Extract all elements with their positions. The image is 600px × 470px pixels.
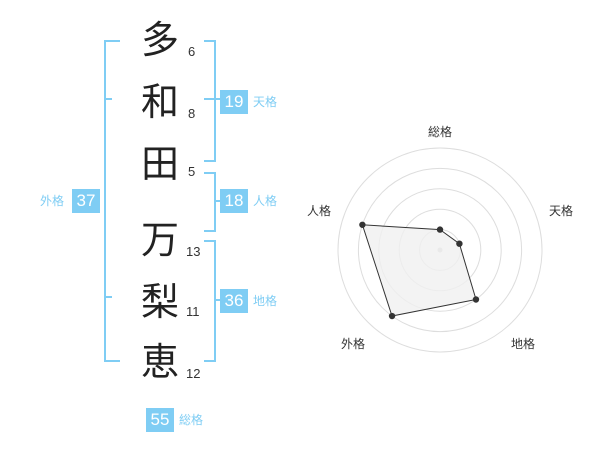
radar-series-polygon [361,224,477,317]
bracket-tick [104,296,112,298]
radar-point-1 [456,240,463,247]
jinkaku-bracket [204,172,216,232]
radar-axis-label-gaikaku: 外格 [341,337,366,351]
bracket-tick [204,98,220,100]
surname-strokes-1: 6 [188,44,196,59]
gaikaku-bracket [104,40,120,362]
jinkaku-value: 18 [220,189,248,213]
radar-axis-label-jinkaku: 人格 [307,204,332,218]
gaikaku-label: 外格 [40,194,65,208]
given-strokes-2: 11 [186,304,200,319]
given-strokes-3: 12 [186,366,201,381]
surname-strokes-2: 8 [188,106,196,121]
chikaku-bracket [204,240,216,362]
surname-char-3: 田 [141,142,180,186]
bracket-tick [214,299,220,301]
radar-point-2 [472,296,480,303]
given-char-1: 万 [141,218,180,262]
chikaku-value: 36 [220,289,248,313]
radar-axis-label-soukaku: 総格 [428,125,453,139]
tenkaku-bracket [204,40,216,162]
given-strokes-1: 13 [186,244,201,259]
radar-ring [357,167,523,333]
tenkaku-value: 19 [220,90,248,114]
radar-axis-label-tenkaku: 天格 [549,204,574,218]
soukaku-value: 55 [146,408,174,432]
radar-point-4 [359,221,366,228]
given-char-3: 恵 [141,340,180,384]
bracket-tick [214,200,220,202]
radar-axis-label-chikaku: 地格 [511,337,536,351]
surname-strokes-3: 5 [188,164,196,179]
surname-char-2: 和 [141,80,180,124]
radar-point-0 [436,226,444,233]
soukaku-label: 総格 [179,413,204,427]
gaikaku-value: 37 [72,189,100,213]
chikaku-label: 地格 [253,294,278,308]
surname-char-1: 多 [141,18,180,62]
given-char-2: 梨 [141,280,180,324]
tenkaku-label: 天格 [253,95,278,109]
bracket-tick [104,98,112,100]
radar-ring [337,147,543,353]
jinkaku-label: 人格 [253,194,278,208]
radar-point-3 [388,312,396,320]
